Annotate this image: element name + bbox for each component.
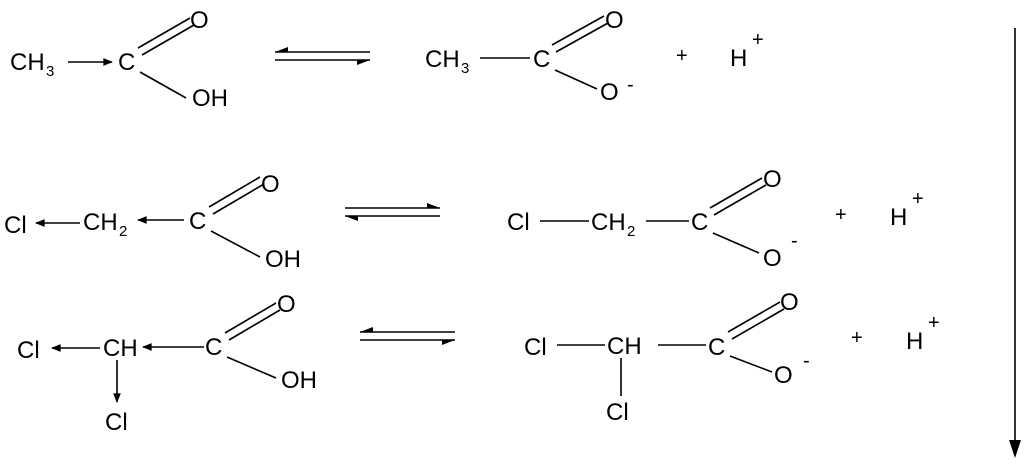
equilibrium-arrows-2	[345, 203, 440, 221]
oxygen-label: O	[190, 7, 209, 34]
single-bond	[729, 355, 773, 373]
chloroacetic-acid: Cl CH 2 C O OH	[4, 171, 301, 273]
double-bond-line-2	[141, 24, 195, 56]
negative-charge: -	[627, 74, 634, 96]
oxygen-label: O	[780, 289, 799, 316]
double-bond-line-1	[709, 177, 763, 209]
carbon-label: C	[205, 334, 222, 361]
double-bond-line-1	[208, 176, 261, 208]
oxygen-label: O	[261, 171, 280, 198]
single-bond	[226, 356, 277, 379]
chlorine-label: Cl	[4, 212, 27, 239]
subscript-2: 2	[627, 223, 635, 240]
forward-half-head	[275, 47, 288, 52]
carbon-label: C	[118, 49, 135, 76]
double-bond-line-2	[731, 308, 785, 340]
ch-label: CH	[607, 333, 642, 360]
forward-half-head	[427, 203, 440, 208]
carbon-label: C	[533, 46, 550, 73]
chloroacetate-ion: Cl CH 2 C O O -	[507, 166, 798, 272]
forward-half-head	[360, 327, 373, 332]
proton-charge: +	[752, 29, 764, 51]
double-bond-line-1	[551, 15, 605, 46]
ch2-label: CH	[591, 209, 626, 236]
equilibrium-arrows-1	[275, 47, 370, 65]
ch2-label: CH	[83, 209, 118, 236]
chlorine-label: Cl	[105, 409, 128, 436]
single-bond	[554, 69, 598, 90]
subscript-3: 3	[461, 60, 469, 77]
double-bond-line-2	[228, 309, 281, 341]
plus-sign: +	[835, 204, 847, 226]
oxygen-anion-label: O	[763, 245, 782, 272]
oxygen-label: O	[605, 7, 624, 34]
carbon-label: C	[691, 209, 708, 236]
negative-charge: -	[803, 350, 810, 372]
oxygen-label: O	[763, 166, 782, 193]
chlorine-label: Cl	[17, 337, 40, 364]
proton-label: H	[730, 45, 747, 72]
acetic-acid: CH 3 C O OH	[10, 7, 228, 112]
single-bond	[139, 71, 187, 99]
hydroxyl-label: OH	[281, 367, 317, 394]
equilibrium-arrows-3	[360, 327, 455, 345]
carbon-label: C	[708, 334, 725, 361]
plus-sign: +	[676, 45, 688, 67]
subscript-3: 3	[46, 63, 54, 80]
plus-sign: +	[851, 327, 863, 349]
double-bond-line-1	[137, 17, 191, 49]
reverse-half-head	[357, 60, 370, 65]
ch3-label: CH	[425, 46, 460, 73]
chlorine-label: Cl	[524, 334, 547, 361]
reverse-half-head	[345, 216, 358, 221]
proton-label: H	[906, 328, 923, 355]
subscript-2: 2	[119, 223, 127, 240]
proton-label: H	[890, 204, 907, 231]
hydroxyl-label: OH	[192, 85, 228, 112]
oxygen-label: O	[277, 291, 296, 318]
carbon-label: C	[189, 208, 206, 235]
oxygen-anion-label: O	[774, 362, 793, 389]
ch-label: CH	[103, 335, 138, 362]
acetate-ion: CH 3 C O O -	[425, 7, 634, 106]
chlorine-label: Cl	[507, 209, 530, 236]
single-bond	[210, 230, 261, 258]
double-bond-line-1	[727, 301, 781, 333]
proton-charge: +	[928, 312, 940, 334]
double-bond-line-1	[224, 302, 277, 334]
negative-charge: -	[791, 230, 798, 252]
single-bond	[712, 232, 760, 254]
trend-arrow-head	[1009, 440, 1021, 458]
dichloroacetic-acid: Cl CH Cl C O OH	[17, 291, 317, 436]
double-bond-line-2	[713, 184, 767, 216]
reverse-half-head	[442, 340, 455, 345]
proton-charge: +	[912, 188, 924, 210]
double-bond-line-2	[555, 22, 609, 53]
oxygen-anion-label: O	[600, 79, 619, 106]
dichloroacetate-ion: Cl CH Cl C O O -	[524, 289, 810, 426]
double-bond-line-2	[212, 183, 265, 215]
chlorine-label: Cl	[606, 399, 629, 426]
hydroxyl-label: OH	[265, 246, 301, 273]
ch3-label: CH	[10, 49, 45, 76]
